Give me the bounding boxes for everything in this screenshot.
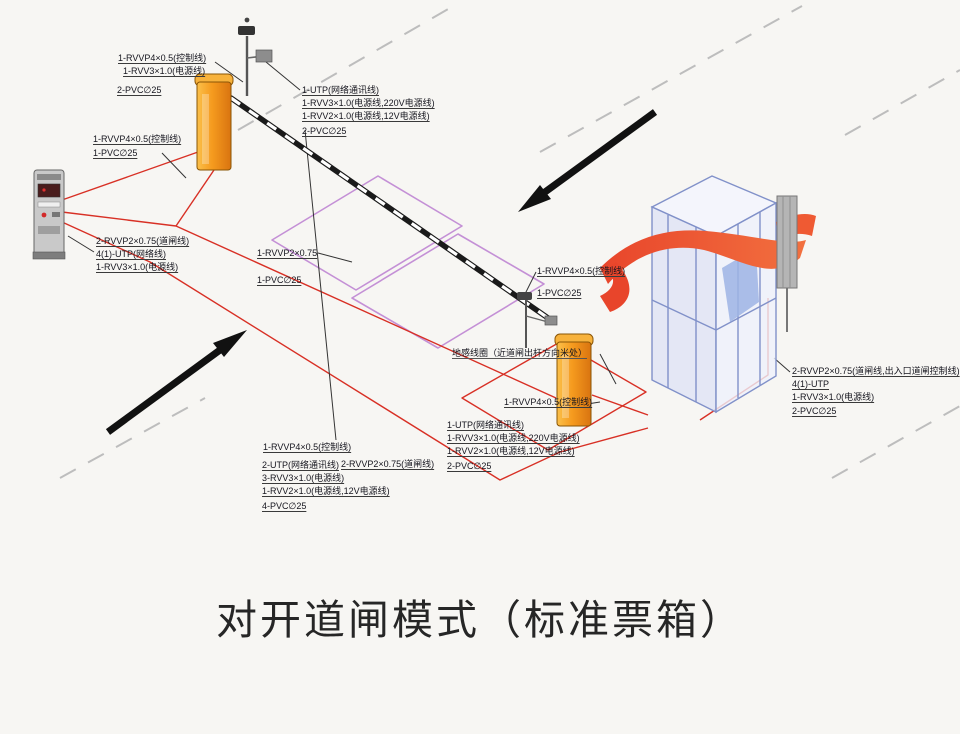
page-title: 对开道闸模式（标准票箱） — [216, 597, 744, 643]
road-lane-markings — [59, 5, 960, 479]
traffic-arrow-outbound-icon — [105, 330, 247, 435]
guard-booth-icon — [650, 175, 778, 414]
ticket-dispenser-icon — [32, 169, 66, 260]
loop-detector-pole-icon — [517, 292, 558, 348]
barrier-gate-2-icon — [554, 333, 594, 427]
camera-pole-icon — [238, 17, 273, 96]
label-leader-lines — [67, 61, 791, 441]
traffic-arrow-inbound-icon — [518, 109, 658, 212]
back-panel-icon — [776, 195, 798, 332]
ground-loop-left-icon — [271, 175, 545, 349]
barrier-gate-1-icon — [194, 73, 551, 321]
